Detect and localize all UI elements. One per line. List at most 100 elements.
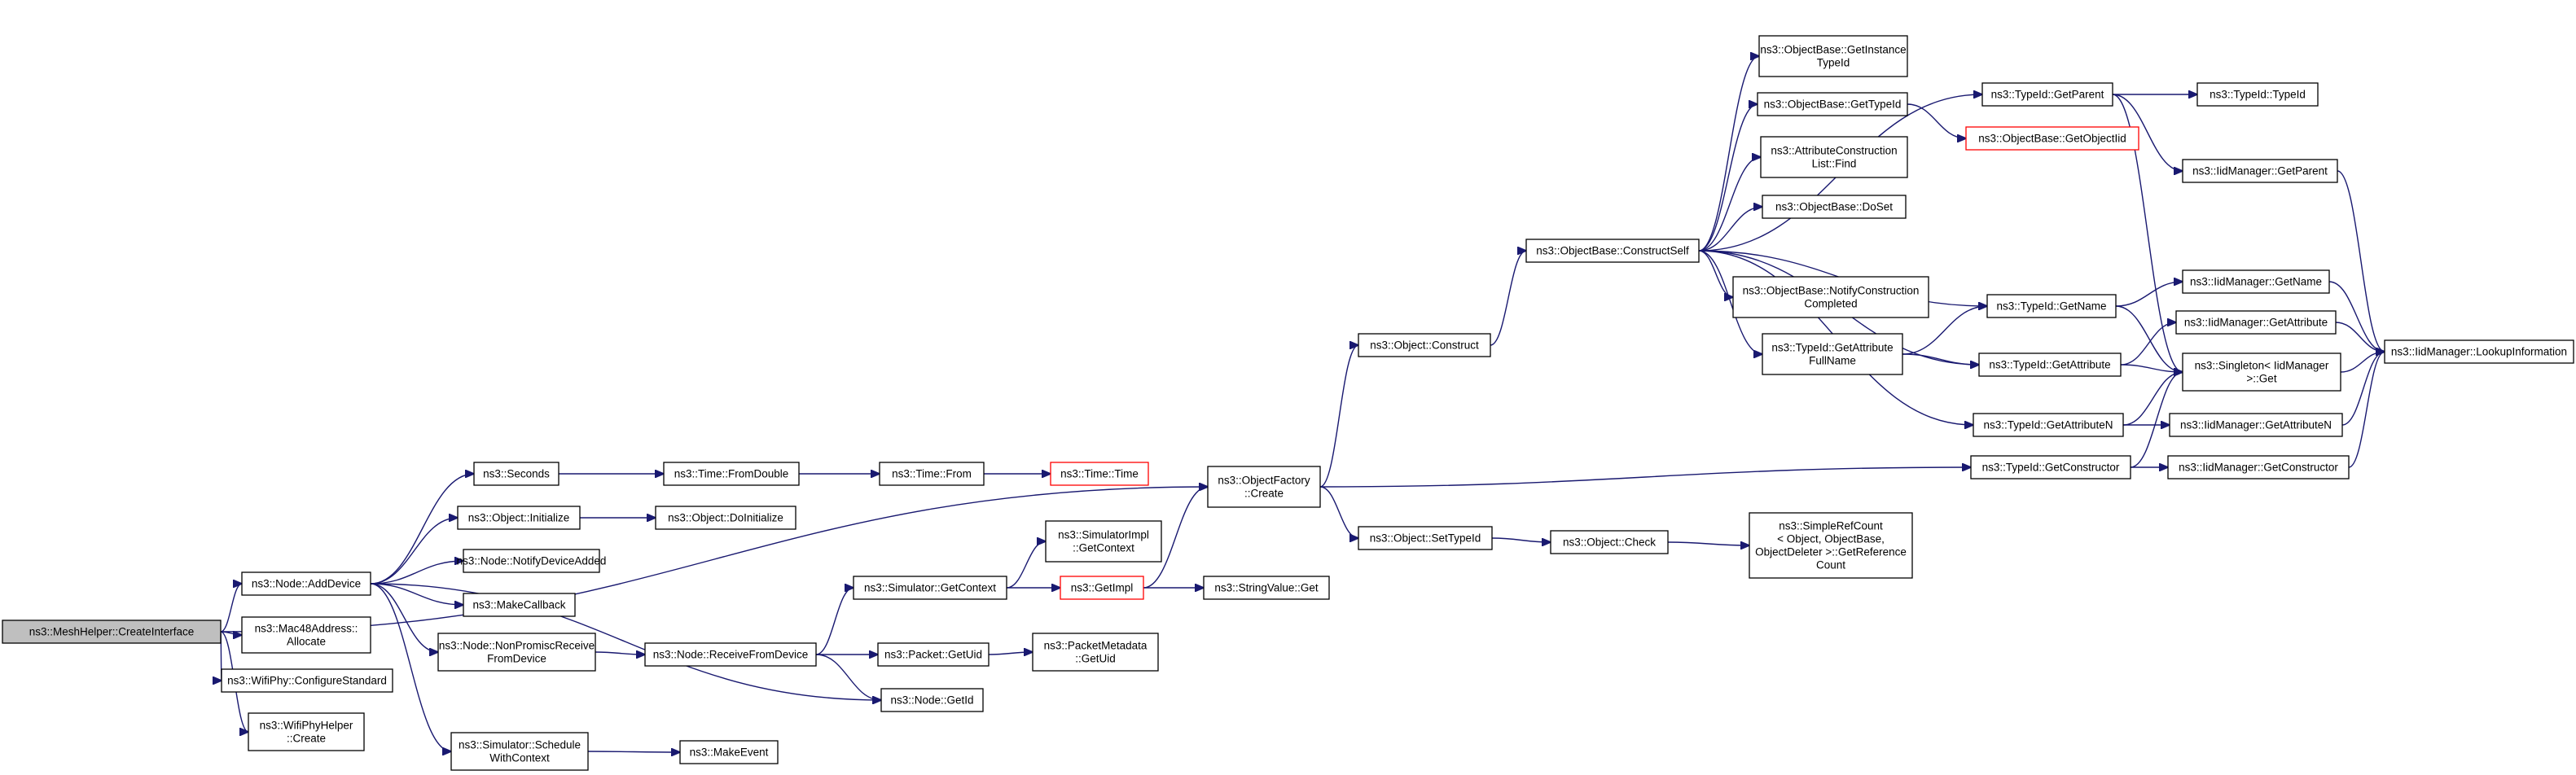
function-node[interactable]: ns3::ObjectFactory::Create	[1207, 466, 1321, 508]
function-node[interactable]: ns3::GetImpl	[1060, 576, 1144, 600]
function-node-box[interactable]	[1758, 35, 1908, 77]
function-node[interactable]: ns3::Time::FromDouble	[663, 462, 800, 486]
function-node[interactable]: ns3::IidManager::GetAttribute	[2175, 310, 2337, 335]
function-node-box[interactable]	[2182, 352, 2341, 392]
function-node-box[interactable]	[241, 616, 371, 654]
function-node[interactable]: ns3::IidManager::GetConstructor	[2167, 455, 2350, 479]
function-node-box[interactable]	[1358, 526, 1493, 550]
function-node[interactable]: ns3::ObjectBase::GetTypeId	[1757, 92, 1908, 116]
function-node-box[interactable]	[1749, 512, 1913, 579]
function-node-box[interactable]	[2169, 413, 2343, 437]
function-node-box[interactable]	[679, 740, 779, 764]
function-node-box[interactable]	[1762, 333, 1903, 375]
function-node-box[interactable]	[1970, 455, 2131, 479]
function-node-box[interactable]	[1760, 136, 1908, 178]
function-node-box[interactable]	[2182, 269, 2330, 294]
function-node[interactable]: ns3::ObjectBase::DoSet	[1762, 195, 1907, 219]
function-node[interactable]: ns3::IidManager::LookupInformation	[2384, 339, 2574, 364]
function-node[interactable]: ns3::Simulator::GetContext	[853, 576, 1007, 600]
function-node-box[interactable]	[877, 642, 990, 667]
function-node-box[interactable]	[437, 633, 596, 672]
function-node-box-root[interactable]	[2, 620, 222, 644]
function-node-box[interactable]	[853, 576, 1007, 600]
function-node[interactable]: ns3::StringValue::Get	[1203, 576, 1330, 600]
function-node-box[interactable]	[1525, 239, 1700, 263]
function-node-box[interactable]	[1986, 294, 2117, 318]
function-node-box[interactable]	[663, 462, 800, 486]
function-node[interactable]: ns3::Object::SetTypeId	[1358, 526, 1493, 550]
function-node[interactable]: ns3::TypeId::GetConstructor	[1970, 455, 2131, 479]
function-node[interactable]: ns3::WifiPhy::ConfigureStandard	[221, 668, 393, 693]
function-node[interactable]: ns3::Object::DoInitialize	[655, 506, 796, 530]
function-node-box[interactable]	[221, 668, 393, 693]
function-node-box[interactable]	[248, 712, 365, 751]
function-node-box[interactable]	[2182, 159, 2338, 183]
function-node-box[interactable]	[1203, 576, 1330, 600]
function-node-box[interactable]	[2196, 82, 2319, 107]
function-node-box[interactable]	[463, 549, 600, 573]
function-node[interactable]: ns3::WifiPhyHelper::Create	[248, 712, 365, 751]
function-node[interactable]: ns3::Node::NotifyDeviceAdded	[457, 549, 607, 573]
function-node-box[interactable]	[1981, 82, 2113, 107]
function-node[interactable]: ns3::TypeId::GetParent	[1981, 82, 2113, 107]
function-node-box[interactable]	[1762, 195, 1907, 219]
function-node[interactable]: ns3::ObjectBase::ConstructSelf	[1525, 239, 1700, 263]
function-node[interactable]: ns3::TypeId::GetAttribute	[1978, 352, 2122, 377]
function-node[interactable]: ns3::TypeId::GetAttributeN	[1973, 413, 2124, 437]
function-node[interactable]: ns3::Object::Initialize	[457, 506, 581, 530]
function-node-box[interactable]	[1757, 92, 1908, 116]
function-node-box[interactable]	[241, 571, 371, 596]
function-node[interactable]: ns3::MakeCallback	[463, 593, 576, 617]
function-node[interactable]: ns3::ObjectBase::GetObjectIid	[1965, 126, 2139, 151]
function-node[interactable]: ns3::IidManager::GetAttributeN	[2169, 413, 2343, 437]
function-node-box[interactable]	[2384, 339, 2574, 364]
function-node-box[interactable]	[1732, 276, 1929, 318]
function-node-box[interactable]	[1207, 466, 1321, 508]
function-node-box[interactable]	[655, 506, 796, 530]
function-node-box[interactable]	[1358, 333, 1491, 357]
function-node[interactable]: ns3::MakeEvent	[679, 740, 779, 764]
function-node-box[interactable]	[450, 732, 589, 771]
function-node[interactable]: ns3::PacketMetadata::GetUid	[1032, 633, 1159, 672]
function-node-box[interactable]	[2175, 310, 2337, 335]
function-node-box[interactable]	[880, 688, 984, 712]
function-node[interactable]: ns3::SimpleRefCount< Object, ObjectBase,…	[1749, 512, 1913, 579]
function-node[interactable]: ns3::Packet::GetUid	[877, 642, 990, 667]
function-node[interactable]: ns3::Node::GetId	[880, 688, 984, 712]
function-node[interactable]: ns3::TypeId::TypeId	[2196, 82, 2319, 107]
function-node-box[interactable]	[644, 642, 817, 667]
function-node[interactable]: ns3::TypeId::GetName	[1986, 294, 2117, 318]
function-node[interactable]: ns3::Node::ReceiveFromDevice	[644, 642, 817, 667]
function-node-box[interactable]	[1032, 633, 1159, 672]
function-node[interactable]: ns3::Object::Construct	[1358, 333, 1491, 357]
function-node-box[interactable]	[2167, 455, 2350, 479]
function-node-box[interactable]	[879, 462, 985, 486]
function-node-box-truncated[interactable]	[1050, 462, 1149, 486]
function-node-box[interactable]	[1978, 352, 2122, 377]
function-node-box[interactable]	[1045, 520, 1162, 563]
function-node[interactable]: ns3::Time::From	[879, 462, 985, 486]
function-node[interactable]: ns3::SimulatorImpl::GetContext	[1045, 520, 1162, 563]
function-node-box-truncated[interactable]	[1965, 126, 2139, 151]
function-node-box[interactable]	[1550, 530, 1669, 554]
function-node[interactable]: ns3::Time::Time	[1050, 462, 1149, 486]
function-node[interactable]: ns3::Node::AddDevice	[241, 571, 371, 596]
function-node[interactable]: ns3::Mac48Address::Allocate	[241, 616, 371, 654]
function-node[interactable]: ns3::Seconds	[473, 462, 560, 486]
function-node-box[interactable]	[463, 593, 576, 617]
function-node-box-truncated[interactable]	[1060, 576, 1144, 600]
function-node[interactable]: ns3::Object::Check	[1550, 530, 1669, 554]
function-node-box[interactable]	[1973, 413, 2124, 437]
function-node[interactable]: ns3::IidManager::GetName	[2182, 269, 2330, 294]
function-node[interactable]: ns3::IidManager::GetParent	[2182, 159, 2338, 183]
function-node[interactable]: ns3::ObjectBase::NotifyConstructionCompl…	[1732, 276, 1929, 318]
function-node-box[interactable]	[473, 462, 560, 486]
function-node-box[interactable]	[457, 506, 581, 530]
function-node[interactable]: ns3::Singleton< IidManager>::Get	[2182, 352, 2341, 392]
function-node[interactable]: ns3::MeshHelper::CreateInterface	[2, 620, 222, 644]
